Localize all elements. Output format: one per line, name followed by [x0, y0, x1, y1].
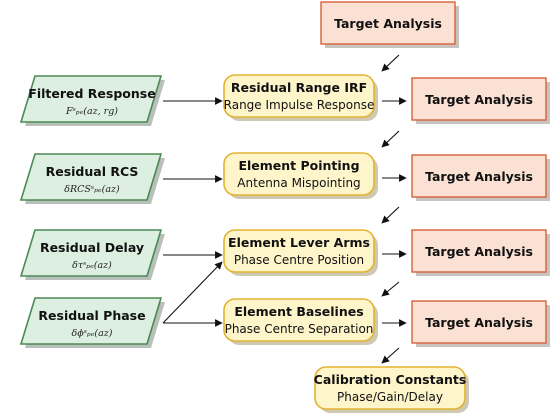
target-label: Target Analysis: [425, 244, 533, 259]
target-label: Target Analysis: [425, 169, 533, 184]
step-title: Residual Range IRF: [231, 80, 367, 95]
input-residual-delay: Residual Delay δτˢₚₑ(az): [19, 229, 165, 280]
input-symbol: Fˢₚₑ(az, rg): [65, 106, 118, 117]
input-residual-rcs: Residual RCS δRCSˢₚₑ(az): [19, 153, 165, 204]
input-symbol: δRCSˢₚₑ(az): [64, 184, 120, 195]
target-box-4: Target Analysis: [411, 300, 550, 347]
output-title: Calibration Constants: [314, 372, 467, 387]
arrow-phase-to-lever-arms: [162, 261, 223, 324]
arrow-target-to-next-step: [381, 54, 400, 72]
top-target-box: Target Analysis: [320, 1, 459, 48]
target-box-2: Target Analysis: [411, 154, 550, 201]
step-title: Element Pointing: [238, 158, 359, 173]
target-box-3: Target Analysis: [411, 229, 550, 276]
target-box-1: Target Analysis: [411, 77, 550, 124]
step-title: Element Baselines: [234, 304, 363, 319]
top-target-label: Target Analysis: [334, 16, 442, 31]
input-title: Residual Phase: [38, 308, 145, 323]
arrow-target-to-output: [381, 347, 400, 364]
input-symbol: δϕˢₚₑ(az): [72, 328, 113, 339]
input-title: Residual Delay: [40, 240, 144, 255]
input-filtered-response: Filtered Response Fˢₚₑ(az, rg): [19, 75, 165, 126]
step-subtitle: Range Impulse Response: [224, 98, 375, 112]
arrow-target-to-next-step: [381, 206, 400, 224]
input-symbol: δτˢₚₑ(az): [72, 260, 112, 271]
step-subtitle: Phase Centre Position: [234, 253, 364, 267]
step-element-lever-arms: Element Lever Arms Phase Centre Position: [223, 229, 378, 276]
step-residual-range-irf: Residual Range IRF Range Impulse Respons…: [223, 74, 378, 121]
step-subtitle: Antenna Mispointing: [237, 176, 360, 190]
input-title: Residual RCS: [46, 164, 139, 179]
step-element-pointing: Element Pointing Antenna Mispointing: [223, 152, 378, 199]
input-residual-phase: Residual Phase δϕˢₚₑ(az): [19, 297, 165, 348]
arrow-target-to-next-step: [381, 130, 400, 148]
step-subtitle: Phase Centre Separation: [225, 322, 374, 336]
target-label: Target Analysis: [425, 315, 533, 330]
step-title: Element Lever Arms: [228, 235, 370, 250]
output-subtitle: Phase/Gain/Delay: [337, 390, 443, 404]
arrow-target-to-next-step: [381, 281, 400, 297]
output-calibration-constants: Calibration Constants Phase/Gain/Delay: [314, 366, 469, 413]
target-label: Target Analysis: [425, 92, 533, 107]
input-title: Filtered Response: [28, 86, 155, 101]
step-element-baselines: Element Baselines Phase Centre Separatio…: [223, 298, 378, 345]
